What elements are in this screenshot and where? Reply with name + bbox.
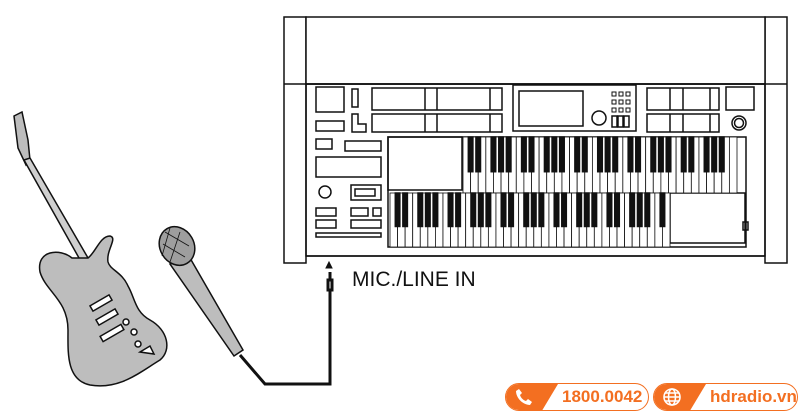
black-key [477, 192, 484, 228]
microphone [158, 225, 245, 358]
phone-icon [514, 387, 534, 407]
lower-manual [389, 192, 671, 248]
black-key [612, 136, 619, 173]
black-key [604, 136, 611, 173]
black-key [711, 136, 718, 173]
black-key [644, 192, 651, 228]
black-key [596, 136, 604, 173]
black-key [606, 192, 613, 228]
black-key [505, 136, 512, 173]
black-key [561, 192, 568, 228]
black-key [581, 136, 588, 173]
black-key [520, 136, 527, 173]
organ [283, 16, 788, 269]
cable [238, 272, 334, 386]
black-key [485, 192, 492, 228]
white-key [728, 136, 738, 194]
black-key [551, 136, 558, 173]
black-key [553, 192, 560, 228]
black-key [657, 136, 664, 173]
black-key [394, 192, 401, 228]
black-key [530, 192, 537, 228]
black-key [614, 192, 621, 228]
black-key [635, 136, 642, 173]
black-key [475, 136, 482, 173]
black-key [665, 136, 672, 173]
globe-icon [662, 387, 682, 407]
black-key [576, 192, 583, 228]
black-key [636, 192, 643, 228]
black-key [417, 192, 424, 228]
black-key [490, 136, 497, 173]
black-key [659, 192, 666, 228]
black-key [558, 136, 565, 173]
black-key [500, 192, 507, 228]
phone-badge[interactable]: 1800.0042 [505, 383, 649, 411]
jack-symbol [325, 260, 333, 269]
black-key [498, 136, 505, 173]
black-key [688, 136, 695, 173]
black-key [591, 192, 598, 228]
black-key [538, 192, 545, 228]
upper-manual [462, 136, 738, 194]
black-key [703, 136, 710, 173]
website-badge[interactable]: hdradio.vn [653, 383, 798, 411]
black-key [447, 192, 454, 228]
electric-guitar [13, 110, 168, 387]
black-key [718, 136, 725, 173]
black-key [455, 192, 462, 228]
black-key [680, 136, 687, 173]
black-key [432, 192, 439, 228]
black-key [402, 192, 409, 228]
black-key [650, 136, 657, 173]
black-key [523, 192, 530, 228]
black-key [574, 136, 581, 173]
black-key [470, 192, 477, 228]
black-key [528, 136, 535, 173]
black-key [543, 136, 550, 173]
phone-number: 1800.0042 [562, 387, 643, 406]
black-key [424, 192, 431, 228]
website-url: hdradio.vn [710, 387, 797, 406]
black-key [467, 136, 474, 173]
black-key [627, 136, 634, 173]
black-key [508, 192, 515, 228]
black-key [629, 192, 636, 228]
mic-line-in-label: MIC./LINE IN [352, 268, 476, 291]
black-key [583, 192, 590, 228]
